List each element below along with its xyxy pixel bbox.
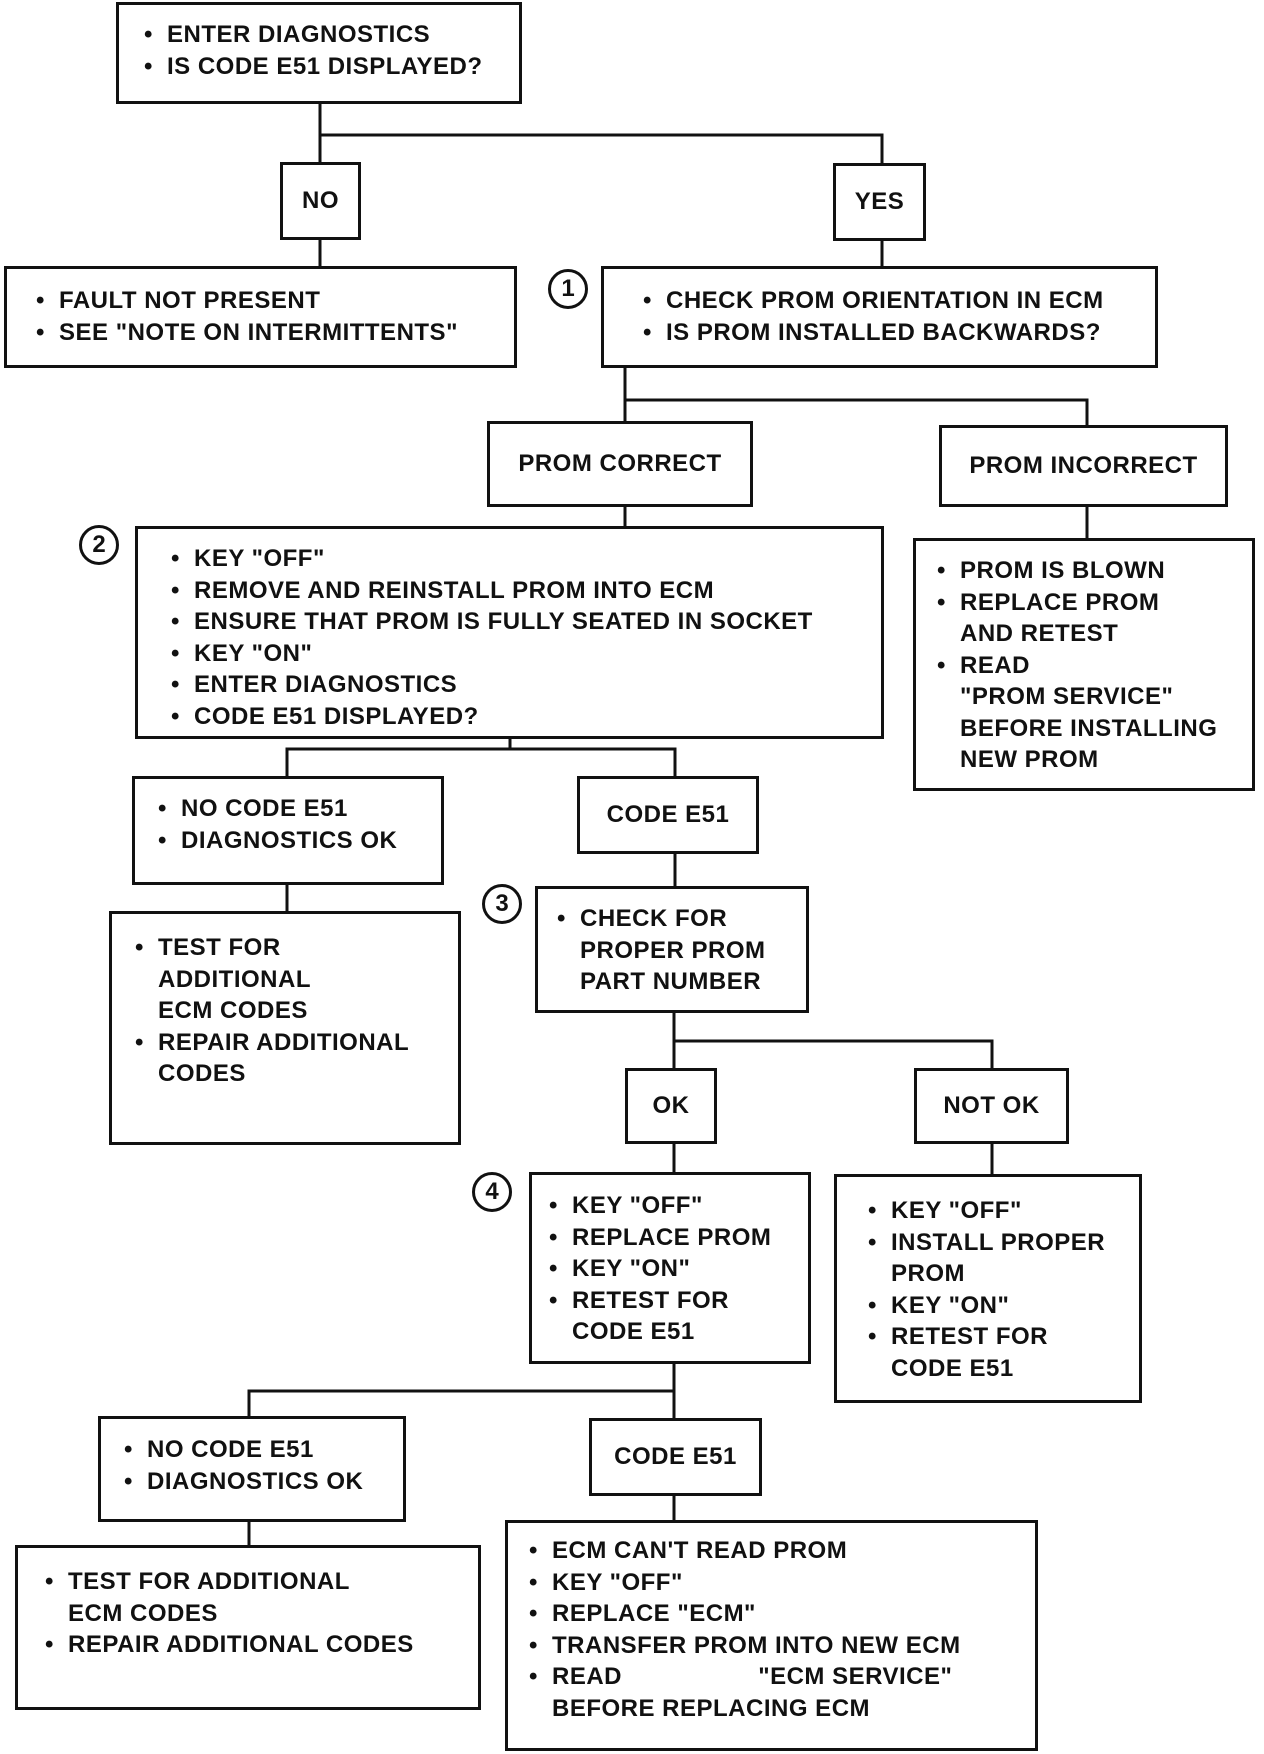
prom-blown-box: PROM IS BLOWN REPLACE PROM AND RETEST RE…	[913, 538, 1255, 791]
replace-ecm-item-read: READ "ECM SERVICE" BEFORE REPLACING ECM	[526, 1661, 1035, 1724]
connector-step2-split	[285, 747, 677, 776]
code-e51-b-text: CODE E51	[614, 1443, 737, 1470]
connector-step4-split	[247, 1389, 676, 1418]
prom-blown-item-read: READ "PROM SERVICE" BEFORE INSTALLING NE…	[934, 650, 1252, 776]
step-2-box: KEY "OFF" REMOVE AND REINSTALL PROM INTO…	[135, 526, 884, 739]
code-e51-a-text: CODE E51	[606, 801, 730, 828]
connector-start-split	[318, 104, 884, 163]
connector-step1-split	[623, 368, 1089, 425]
prom-correct-label: PROM CORRECT	[487, 421, 753, 507]
step-4-item-replace: REPLACE PROM	[546, 1222, 808, 1254]
no-code-b-item-diagnostics-ok: DIAGNOSTICS OK	[121, 1466, 403, 1498]
yes-label-text: YES	[854, 188, 905, 215]
step-1-box: CHECK PROM ORIENTATION IN ECM IS PROM IN…	[601, 266, 1158, 368]
start-item-enter-diagnostics: ENTER DIAGNOSTICS	[141, 19, 519, 51]
step-4-item-key-on: KEY "ON"	[546, 1253, 808, 1285]
test-b-item-repair: REPAIR ADDITIONAL CODES	[42, 1629, 478, 1661]
step-1-number: 1	[561, 275, 575, 302]
install-item-retest: RETEST FOR CODE E51	[865, 1321, 1139, 1384]
install-item-key-off: KEY "OFF"	[865, 1195, 1139, 1227]
step-4-marker: 4	[472, 1172, 512, 1212]
test-additional-box-a: TEST FOR ADDITIONAL ECM CODES REPAIR ADD…	[109, 911, 461, 1145]
no-code-box-b: NO CODE E51 DIAGNOSTICS OK	[98, 1416, 406, 1522]
start-item-code-question: IS CODE E51 DISPLAYED?	[141, 51, 519, 83]
code-e51-label-b: CODE E51	[589, 1418, 762, 1496]
prom-incorrect-label: PROM INCORRECT	[939, 425, 1228, 507]
no-label: NO	[280, 162, 361, 240]
replace-ecm-item-cant-read: ECM CAN'T READ PROM	[526, 1535, 1035, 1567]
step-3-box: CHECK FOR PROPER PROM PART NUMBER	[535, 886, 809, 1013]
replace-ecm-item-transfer: TRANSFER PROM INTO NEW ECM	[526, 1630, 1035, 1662]
prom-blown-item-blown: PROM IS BLOWN	[934, 555, 1252, 587]
step-1-item-check-orientation: CHECK PROM ORIENTATION IN ECM	[640, 285, 1155, 317]
no-label-text: NO	[302, 187, 339, 214]
start-box: ENTER DIAGNOSTICS IS CODE E51 DISPLAYED?	[116, 2, 522, 104]
no-code-a-item-no-code: NO CODE E51	[155, 793, 441, 825]
step-1-marker: 1	[548, 269, 588, 309]
step-3-marker: 3	[482, 884, 522, 924]
install-item-key-on: KEY "ON"	[865, 1290, 1139, 1322]
ok-text: OK	[652, 1092, 690, 1119]
no-code-box-a: NO CODE E51 DIAGNOSTICS OK	[132, 776, 444, 885]
code-e51-label-a: CODE E51	[577, 776, 759, 854]
step-3-item-check: CHECK FOR PROPER PROM PART NUMBER	[554, 903, 806, 998]
ok-label: OK	[625, 1068, 717, 1144]
install-proper-box: KEY "OFF" INSTALL PROPER PROM KEY "ON" R…	[834, 1174, 1142, 1403]
no-code-a-item-diagnostics-ok: DIAGNOSTICS OK	[155, 825, 441, 857]
install-item-install: INSTALL PROPER PROM	[865, 1227, 1139, 1290]
step-1-item-backwards: IS PROM INSTALLED BACKWARDS?	[640, 317, 1155, 349]
test-a-item-repair: REPAIR ADDITIONAL CODES	[132, 1027, 458, 1090]
fault-item-see-note: SEE "NOTE ON INTERMITTENTS"	[33, 317, 514, 349]
step-2-number: 2	[92, 531, 106, 558]
step-2-item-reinstall: REMOVE AND REINSTALL PROM INTO ECM	[168, 575, 881, 607]
test-b-item-test: TEST FOR ADDITIONAL ECM CODES	[42, 1566, 478, 1629]
step-2-item-key-off: KEY "OFF"	[168, 543, 881, 575]
step-4-number: 4	[485, 1178, 499, 1205]
yes-label: YES	[833, 163, 926, 241]
prom-blown-item-replace: REPLACE PROM AND RETEST	[934, 587, 1252, 650]
step-4-item-key-off: KEY "OFF"	[546, 1190, 808, 1222]
not-ok-label: NOT OK	[914, 1068, 1069, 1144]
step-2-item-seated: ENSURE THAT PROM IS FULLY SEATED IN SOCK…	[168, 606, 881, 638]
prom-incorrect-text: PROM INCORRECT	[969, 452, 1198, 479]
step-4-box: KEY "OFF" REPLACE PROM KEY "ON" RETEST F…	[529, 1172, 811, 1364]
no-code-b-item-no-code: NO CODE E51	[121, 1434, 403, 1466]
connector-step3-split	[672, 1013, 994, 1068]
step-3-number: 3	[495, 890, 509, 917]
test-a-item-test: TEST FOR ADDITIONAL ECM CODES	[132, 932, 458, 1027]
step-2-item-key-on: KEY "ON"	[168, 638, 881, 670]
test-additional-box-b: TEST FOR ADDITIONAL ECM CODES REPAIR ADD…	[15, 1545, 481, 1710]
not-ok-text: NOT OK	[943, 1092, 1040, 1119]
step-2-item-code-question: CODE E51 DISPLAYED?	[168, 701, 881, 733]
replace-ecm-item-key-off: KEY "OFF"	[526, 1567, 1035, 1599]
replace-ecm-item-replace: REPLACE "ECM"	[526, 1598, 1035, 1630]
fault-item-not-present: FAULT NOT PRESENT	[33, 285, 514, 317]
fault-not-present-box: FAULT NOT PRESENT SEE "NOTE ON INTERMITT…	[4, 266, 517, 368]
prom-correct-text: PROM CORRECT	[518, 450, 722, 477]
replace-ecm-box: ECM CAN'T READ PROM KEY "OFF" REPLACE "E…	[505, 1520, 1038, 1751]
step-4-item-retest: RETEST FOR CODE E51	[546, 1285, 808, 1348]
step-2-item-enter-diagnostics: ENTER DIAGNOSTICS	[168, 669, 881, 701]
step-2-marker: 2	[79, 525, 119, 565]
